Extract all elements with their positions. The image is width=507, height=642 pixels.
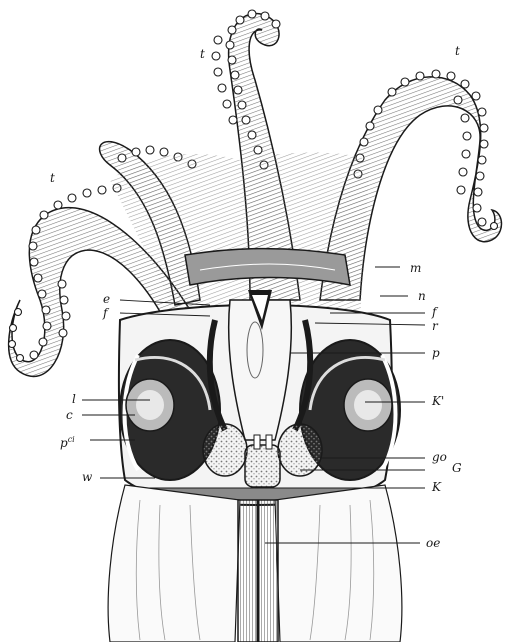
label-k-prime: K' bbox=[432, 395, 444, 407]
label-p: p bbox=[432, 347, 440, 359]
label-f-right: f bbox=[432, 306, 436, 318]
label-c: c bbox=[66, 409, 73, 421]
label-pci-sup: ci bbox=[68, 435, 75, 444]
label-t-top: t bbox=[200, 48, 205, 60]
mantle-right bbox=[275, 485, 402, 642]
label-t-left: t bbox=[50, 172, 55, 184]
label-r: r bbox=[432, 320, 438, 332]
label-pci-base: p bbox=[60, 436, 68, 450]
label-w: w bbox=[82, 471, 92, 483]
label-pci: pci bbox=[60, 434, 75, 449]
label-f-left: f bbox=[103, 307, 107, 319]
label-t-right: t bbox=[455, 45, 460, 57]
label-n: n bbox=[418, 290, 426, 302]
label-m: m bbox=[410, 262, 421, 274]
label-k: K bbox=[432, 481, 441, 493]
mantle-left bbox=[108, 485, 240, 642]
label-g: G bbox=[452, 462, 462, 474]
label-oe: oe bbox=[426, 537, 440, 549]
label-l: l bbox=[72, 393, 76, 405]
label-go: go bbox=[432, 451, 447, 463]
label-e: e bbox=[103, 293, 110, 305]
